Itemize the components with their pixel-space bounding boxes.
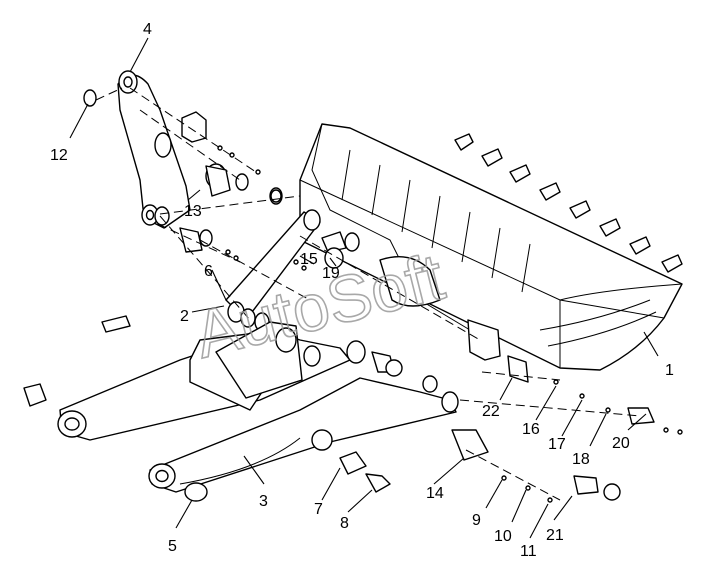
bushing-5 [184,482,208,502]
callout-20: 20 [612,435,630,452]
callout-2: 2 [180,308,189,325]
pin-14 [451,429,489,461]
rocker-link [117,70,191,229]
plate-8 [365,473,391,493]
bushing-left [23,383,47,407]
lift-arm [57,321,459,493]
callout-12: 12 [50,147,68,164]
rocker-pins [83,89,261,261]
callout-21: 21 [546,527,564,544]
leader-lines [69,37,659,539]
callout-22: 22 [482,403,500,420]
callout-16: 16 [522,421,540,438]
assembly-lines [95,87,641,501]
callout-7: 7 [314,501,323,518]
bushing-21 [573,475,599,495]
callout-1: 1 [665,362,674,379]
callouts: 1 2 3 4 5 6 7 8 9 10 11 12 13 14 15 16 1… [50,21,674,560]
callout-19: 19 [322,265,340,282]
callout-5: 5 [168,538,177,555]
callout-17: 17 [548,436,566,453]
ring-21 [603,483,621,501]
callout-10: 10 [494,528,512,545]
callout-4: 4 [143,21,152,38]
bushing-20 [627,407,655,425]
ring-12 [83,89,97,107]
bracket-22 [507,355,529,383]
callout-9: 9 [472,512,481,529]
bucket [299,123,683,371]
callout-15: 15 [300,251,318,268]
pin-7 [339,451,367,475]
callout-18: 18 [572,451,590,468]
callout-14: 14 [426,485,444,502]
callout-3: 3 [259,493,268,510]
callout-6: 6 [204,263,213,280]
callout-13: 13 [184,203,202,220]
callout-11: 11 [520,543,537,560]
small-parts [23,189,683,503]
callout-8: 8 [340,515,349,532]
